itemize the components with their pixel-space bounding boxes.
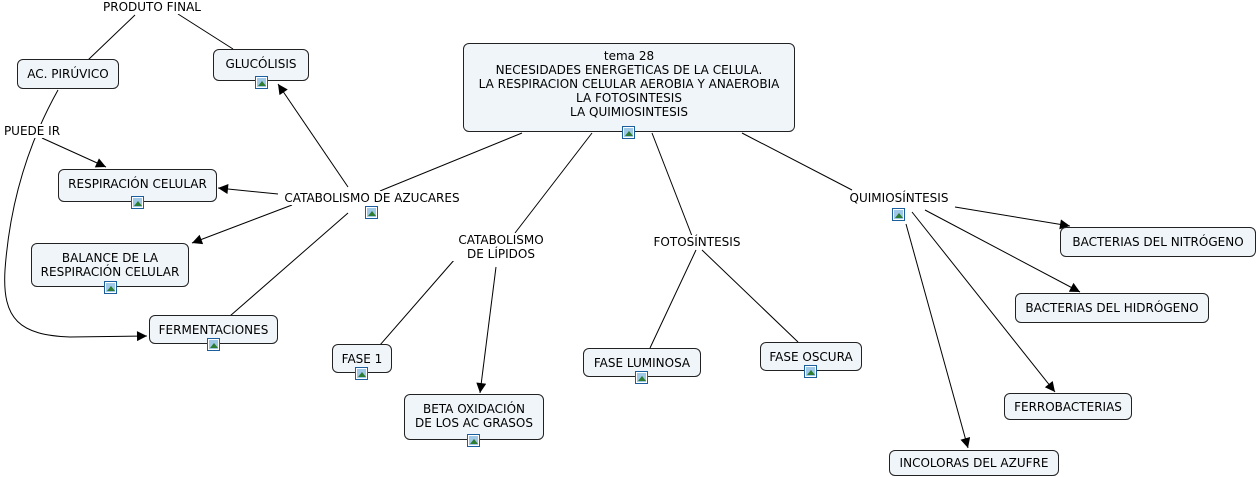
- node-balance-respiracion[interactable]: BALANCE DE LA RESPIRACIÓN CELULAR: [31, 243, 189, 287]
- image-resource-icon[interactable]: [892, 208, 905, 221]
- main-line-4: LA FOTOSINTESIS: [576, 91, 682, 105]
- main-line-5: LA QUIMIOSINTESIS: [570, 105, 688, 119]
- concept-catabolismo-lipidos[interactable]: CATABOLISMO DE LÍPIDOS: [450, 233, 552, 261]
- image-resource-icon[interactable]: [104, 281, 117, 294]
- image-resource-icon[interactable]: [355, 367, 368, 380]
- node-bacterias-hidrogeno[interactable]: BACTERIAS DEL HIDRÓGENO: [1015, 293, 1209, 323]
- image-resource-icon[interactable]: [255, 76, 268, 89]
- image-resource-icon[interactable]: [131, 196, 144, 209]
- concept-quimiosintesis[interactable]: QUIMIOSÍNTESIS: [843, 191, 955, 205]
- node-bacterias-nitrogeno[interactable]: BACTERIAS DEL NITRÓGENO: [1060, 227, 1256, 257]
- image-resource-icon[interactable]: [467, 434, 480, 447]
- node-ac-piruvico[interactable]: AC. PIRÚVICO: [17, 59, 119, 89]
- concept-fotosintesis[interactable]: FOTOSÍNTESIS: [650, 235, 744, 249]
- image-resource-icon[interactable]: [622, 126, 635, 139]
- image-resource-icon[interactable]: [804, 365, 817, 378]
- link-label-produto-final: PRODUTO FINAL: [98, 0, 206, 14]
- main-topic-node[interactable]: tema 28 NECESIDADES ENERGETICAS DE LA CE…: [463, 43, 795, 132]
- node-glucolisis[interactable]: GLUCÓLISIS: [213, 49, 309, 81]
- link-label-puede-ir: PUEDE IR: [0, 124, 64, 138]
- node-respiracion-celular[interactable]: RESPIRACIÓN CELULAR: [58, 169, 217, 202]
- node-incoloras-azufre[interactable]: INCOLORAS DEL AZUFRE: [889, 450, 1059, 476]
- node-ferrobacterias[interactable]: FERROBACTERIAS: [1004, 393, 1132, 420]
- main-line-1: tema 28: [603, 49, 655, 63]
- main-line-2: NECESIDADES ENERGETICAS DE LA CELULA.: [495, 63, 763, 77]
- image-resource-icon[interactable]: [635, 371, 648, 384]
- concept-catabolismo-azucares[interactable]: CATABOLISMO DE AZUCARES: [279, 191, 465, 205]
- node-beta-oxidacion[interactable]: BETA OXIDACIÓN DE LOS AC GRASOS: [404, 394, 544, 440]
- image-resource-icon[interactable]: [207, 338, 220, 351]
- main-line-3: LA RESPIRACION CELULAR AEROBIA Y ANAEROB…: [478, 77, 780, 91]
- image-resource-icon[interactable]: [365, 206, 378, 219]
